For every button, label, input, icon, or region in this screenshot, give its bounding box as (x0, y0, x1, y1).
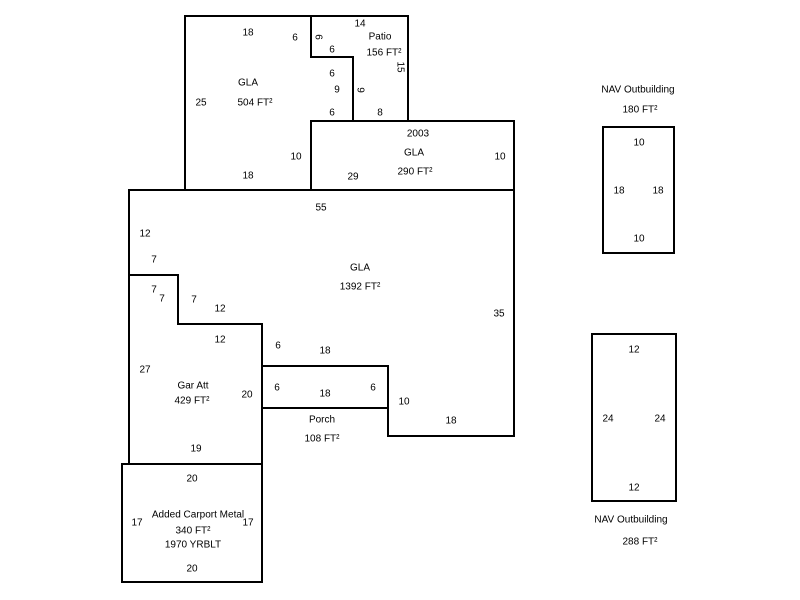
dimension: 8 (377, 108, 383, 119)
dimension: 12 (214, 304, 226, 315)
area-size: 288 FT² (622, 537, 658, 548)
area-size: 340 FT² (175, 526, 211, 537)
dimension: 20 (186, 474, 198, 485)
dimension: 18 (319, 346, 331, 357)
dimension: 35 (493, 309, 505, 320)
dimension: 10 (494, 152, 506, 163)
dimension: 24 (654, 414, 666, 425)
dimension: 12 (628, 483, 640, 494)
carport-outline[interactable] (121, 463, 263, 583)
dimension: 29 (347, 172, 359, 183)
year-label: 2003 (407, 129, 430, 140)
area-size: 180 FT² (622, 105, 658, 116)
dimension: 7 (151, 285, 157, 296)
area-label: NAV Outbuilding (601, 85, 674, 96)
area-label: Added Carport Metal (152, 510, 244, 521)
dimension: 18 (652, 186, 664, 197)
dimension: 10 (290, 152, 302, 163)
area-label: GLA (404, 148, 424, 159)
dimension: 25 (195, 98, 207, 109)
dimension: 6 (274, 383, 280, 394)
dimension: 18 (445, 416, 457, 427)
dimension: 12 (139, 229, 151, 240)
dimension: 6 (275, 341, 281, 352)
porch-outline[interactable] (261, 365, 389, 409)
area-size: 108 FT² (304, 434, 340, 445)
outbuilding-1-outline[interactable] (602, 126, 675, 254)
dimension: 6 (312, 34, 323, 40)
dimension: 7 (191, 295, 197, 306)
area-label: Patio (369, 32, 392, 43)
dimension: 17 (131, 518, 143, 529)
dimension: 10 (398, 397, 410, 408)
area-size: 504 FT² (237, 98, 273, 109)
area-size: 156 FT² (366, 48, 402, 59)
dimension: 14 (354, 19, 366, 30)
dimension: 18 (319, 389, 331, 400)
dimension: 6 (329, 45, 335, 56)
dimension: 27 (139, 365, 151, 376)
dimension: 15 (394, 61, 405, 73)
dimension: 55 (315, 203, 327, 214)
dimension: 6 (370, 383, 376, 394)
dimension: 6 (292, 33, 298, 44)
area-label: GLA (350, 263, 370, 274)
year-label: 1970 YRBLT (165, 540, 221, 551)
dimension: 18 (613, 186, 625, 197)
dimension: 7 (159, 294, 165, 305)
dimension: 10 (633, 234, 645, 245)
dimension: 18 (242, 28, 254, 39)
area-size: 1392 FT² (340, 282, 381, 293)
dimension: 7 (151, 255, 157, 266)
dimension: 20 (241, 390, 253, 401)
dimension: 17 (242, 518, 254, 529)
area-label: NAV Outbuilding (594, 515, 667, 526)
area-size: 429 FT² (174, 396, 210, 407)
area-label: GLA (238, 78, 258, 89)
dimension: 12 (214, 335, 226, 346)
outbuilding-2-outline[interactable] (591, 333, 677, 502)
area-label: Porch (309, 415, 335, 426)
dimension: 9 (354, 87, 365, 93)
dimension: 20 (186, 564, 198, 575)
dimension: 10 (633, 138, 645, 149)
dimension: 6 (329, 69, 335, 80)
dimension: 24 (602, 414, 614, 425)
dimension: 18 (242, 171, 254, 182)
dimension: 9 (334, 85, 340, 96)
area-size: 290 FT² (397, 167, 433, 178)
area-label: Gar Att (177, 381, 208, 392)
dimension: 6 (329, 108, 335, 119)
dimension: 19 (190, 444, 202, 455)
dimension: 12 (628, 345, 640, 356)
